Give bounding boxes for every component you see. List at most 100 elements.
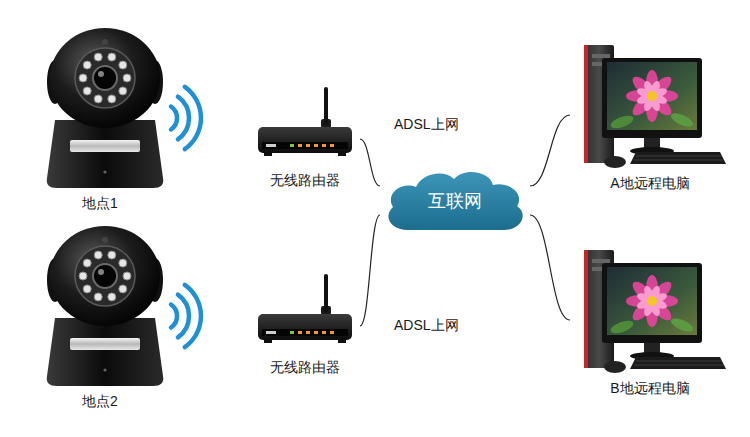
camera-band — [70, 338, 140, 350]
router-node: 无线路由器 — [250, 272, 360, 376]
camera-ir-led — [119, 285, 127, 293]
camera-dot — [103, 170, 106, 173]
router-antenna — [324, 87, 328, 125]
router-foot — [338, 340, 346, 343]
router-logo — [266, 144, 276, 147]
tower-stripe — [584, 45, 588, 163]
camera-ir-led — [123, 272, 131, 280]
wifi-arc — [178, 295, 189, 338]
wifi-arc — [185, 285, 201, 347]
wifi-arc — [171, 107, 177, 130]
camera-led-ring — [75, 246, 135, 306]
router-led — [290, 144, 294, 147]
device-label: A地远程电脑 — [610, 174, 689, 192]
router-led — [314, 331, 318, 334]
camera-dot — [103, 368, 106, 371]
router-led — [314, 144, 318, 147]
pc-mouse — [604, 361, 626, 373]
camera-base — [47, 318, 164, 386]
router-node: 无线路由器 — [250, 85, 360, 189]
camera-lens — [93, 264, 117, 288]
flower-leaf — [609, 318, 635, 336]
camera-mic — [102, 39, 108, 45]
wifi-arc — [185, 87, 201, 149]
router-led — [290, 331, 294, 334]
computer-icon — [570, 40, 730, 172]
computer-node: B地远程电脑 — [570, 245, 730, 397]
internet-cloud: 互联网 — [380, 168, 530, 233]
camera-node: 地点1 — [25, 20, 175, 212]
camera-head — [50, 28, 160, 128]
router-led — [322, 331, 326, 334]
keyboard-row — [634, 160, 723, 161]
flower-picture — [626, 275, 678, 327]
router-body — [258, 314, 352, 340]
network-link — [360, 139, 380, 186]
link-label: ADSL上网 — [392, 316, 461, 334]
camera-ir-led — [108, 293, 116, 301]
router-led — [298, 331, 302, 334]
router-led — [298, 144, 302, 147]
camera-ir-led — [119, 61, 127, 69]
router-led — [306, 144, 310, 147]
tower-stripe — [584, 250, 588, 368]
camera-node: 地点2 — [25, 218, 175, 410]
router-foot — [264, 153, 272, 156]
router-front — [262, 329, 348, 336]
network-link — [530, 215, 570, 320]
camera-ir-led — [94, 53, 102, 61]
camera-ir-led — [123, 74, 131, 82]
camera-ir-led — [79, 74, 87, 82]
flower-picture — [626, 70, 678, 122]
device-label: B地远程电脑 — [610, 379, 689, 397]
camera-ir-led — [83, 87, 91, 95]
flower-center — [647, 91, 657, 101]
wifi-arc — [171, 305, 177, 328]
cloud-label: 互联网 — [428, 190, 482, 212]
router-led — [330, 144, 334, 147]
router-antenna — [324, 274, 328, 312]
tower-drive — [592, 54, 610, 58]
device-label: 无线路由器 — [270, 171, 340, 189]
router-foot — [264, 340, 272, 343]
flower-leaf — [609, 113, 635, 131]
router-led — [322, 144, 326, 147]
keyboard — [630, 357, 726, 369]
router-icon — [250, 85, 360, 169]
camera-icon — [25, 218, 175, 390]
network-link — [360, 215, 380, 326]
router-led — [306, 331, 310, 334]
camera-led-ring — [75, 48, 135, 108]
pc-mouse — [604, 156, 626, 168]
camera-icon — [25, 20, 175, 192]
keyboard — [630, 152, 726, 164]
monitor-screen — [607, 267, 697, 335]
tower-drive — [592, 259, 610, 263]
monitor-bezel — [602, 263, 702, 343]
flower-leaf — [669, 315, 695, 334]
camera-ir-led — [94, 251, 102, 259]
device-label: 地点1 — [82, 194, 118, 212]
camera-ir-led — [83, 61, 91, 69]
router-foot — [338, 153, 346, 156]
lens-highlight — [98, 269, 104, 275]
router-icon — [250, 272, 360, 356]
router-led — [330, 331, 334, 334]
wifi-signal — [171, 87, 201, 347]
camera-ir-led — [108, 251, 116, 259]
camera-ir-led — [83, 285, 91, 293]
flower-petal — [648, 278, 675, 305]
camera-ir-led — [94, 293, 102, 301]
network-link — [530, 115, 570, 186]
flower-petal — [648, 73, 675, 100]
router-body — [258, 127, 352, 153]
camera-mic — [102, 237, 108, 243]
keyboard-row — [636, 361, 721, 362]
camera-ir-led — [119, 259, 127, 267]
camera-head — [50, 226, 160, 326]
flower-leaf — [669, 110, 695, 129]
camera-band — [70, 140, 140, 152]
link-label: ADSL上网 — [392, 115, 461, 133]
camera-ir-led — [119, 87, 127, 95]
cloud-outline — [388, 172, 522, 230]
